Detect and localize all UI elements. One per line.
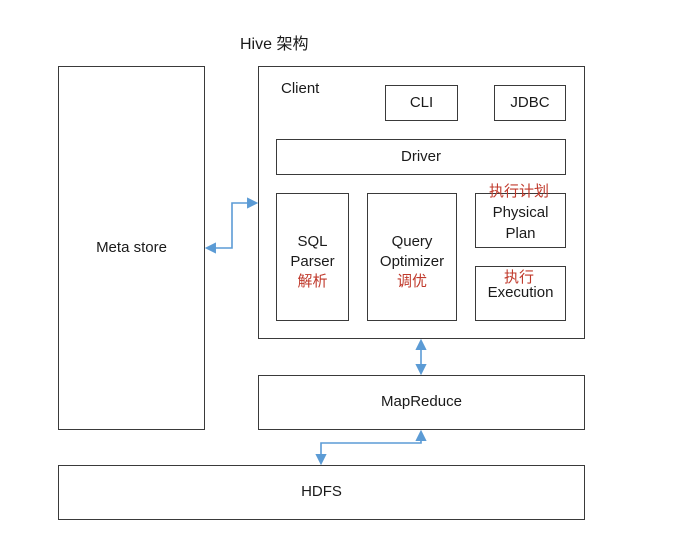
physical-plan-line2: Plan <box>505 224 536 242</box>
driver-box: Driver <box>276 139 566 175</box>
query-optimizer-line1: Query <box>391 232 433 250</box>
query-optimizer-box: Query Optimizer 调优 <box>367 193 457 321</box>
diagram-title: Hive 架构 <box>240 36 309 53</box>
mapreduce-label: MapReduce <box>381 393 462 411</box>
physical-plan-box: Physical Plan <box>475 193 566 248</box>
sql-parser-line1: SQL <box>297 232 328 250</box>
hdfs-label: HDFS <box>301 483 342 501</box>
metastore-label: Meta store <box>96 238 167 256</box>
execution-label: Execution <box>487 284 554 302</box>
hdfs-box: HDFS <box>58 465 585 520</box>
physical-plan-line1: Physical <box>492 204 549 222</box>
metastore-box: Meta store <box>58 66 205 430</box>
client-label: Client <box>281 80 320 97</box>
execution-annotation: 执行 <box>504 269 535 286</box>
cli-box: CLI <box>385 85 458 121</box>
cli-label: CLI <box>409 93 434 111</box>
execution-box: Execution <box>475 266 566 321</box>
mapreduce-hdfs-arrow <box>315 429 427 466</box>
query-optimizer-line2: Optimizer <box>379 252 445 270</box>
metastore-client-arrow <box>204 197 259 254</box>
physical-plan-annotation: 执行计划 <box>489 183 550 200</box>
driver-label: Driver <box>401 147 441 165</box>
mapreduce-box: MapReduce <box>258 375 585 430</box>
query-optimizer-annotation: 调优 <box>396 273 427 291</box>
jdbc-label: JDBC <box>510 93 550 111</box>
jdbc-box: JDBC <box>494 85 566 121</box>
sql-parser-line2: Parser <box>290 252 335 270</box>
sql-parser-box: SQL Parser 解析 <box>276 193 349 321</box>
sql-parser-annotation: 解析 <box>297 273 328 291</box>
